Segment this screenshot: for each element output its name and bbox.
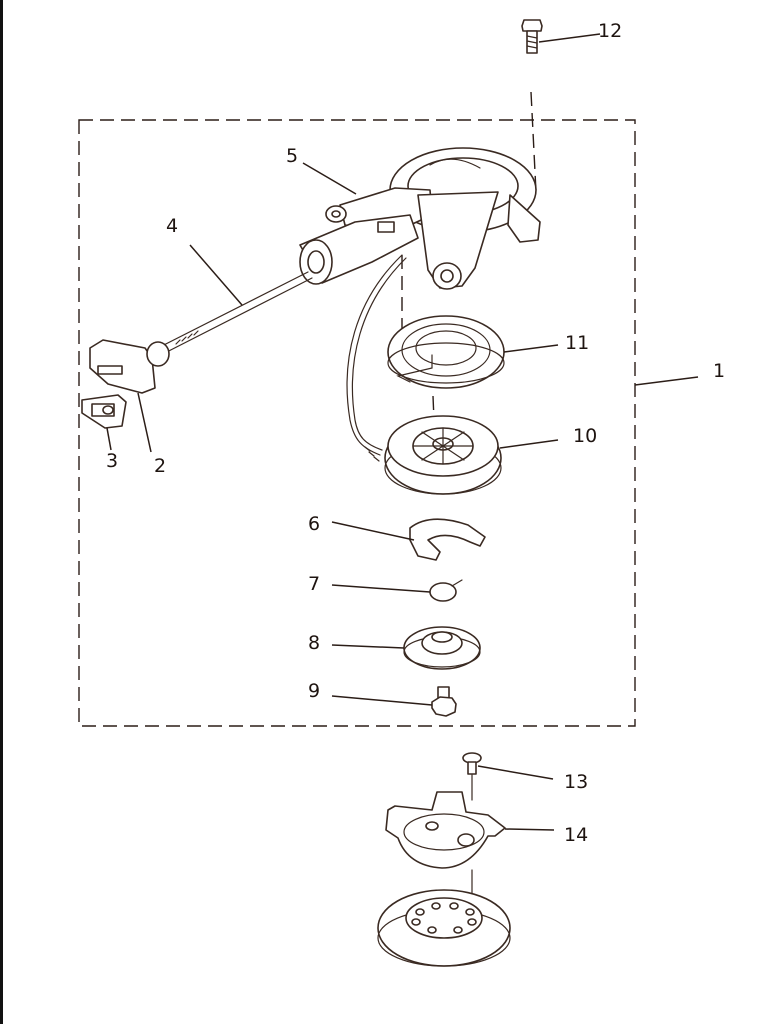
leader-12 bbox=[538, 33, 601, 43]
reel-alignment-line bbox=[432, 395, 435, 421]
leader-3 bbox=[106, 427, 112, 451]
assembly-dashed-boundary bbox=[78, 119, 636, 727]
callout-7: 7 bbox=[308, 573, 320, 595]
nut-part-9 bbox=[431, 686, 457, 717]
left-border bbox=[0, 0, 3, 1024]
leader-7 bbox=[331, 584, 431, 593]
handle-insert-part-3 bbox=[81, 394, 127, 429]
callout-11: 11 bbox=[565, 332, 589, 354]
leader-14 bbox=[504, 828, 555, 831]
callout-3: 3 bbox=[106, 450, 118, 472]
callout-2: 2 bbox=[154, 455, 166, 477]
callout-12: 12 bbox=[598, 20, 622, 42]
friction-plate-part-8 bbox=[403, 626, 481, 670]
callout-4: 4 bbox=[166, 215, 178, 237]
starter-case-part-5 bbox=[299, 147, 541, 290]
recoil-spring-part-11 bbox=[387, 315, 505, 389]
callout-5: 5 bbox=[286, 145, 298, 167]
leader-6 bbox=[331, 521, 415, 541]
ratchet-part-6 bbox=[409, 518, 486, 561]
leader-1 bbox=[634, 376, 699, 386]
leader-2 bbox=[137, 392, 152, 453]
leader-9 bbox=[331, 695, 433, 706]
callout-13: 13 bbox=[564, 771, 588, 793]
leader-10 bbox=[499, 439, 559, 449]
callout-9: 9 bbox=[308, 680, 320, 702]
callout-8: 8 bbox=[308, 632, 320, 654]
ratchet-spring-part-7 bbox=[429, 579, 463, 602]
callout-14: 14 bbox=[564, 824, 588, 846]
bolt-alignment-line bbox=[530, 91, 537, 193]
leader-13 bbox=[477, 765, 554, 780]
callout-1: 1 bbox=[713, 360, 725, 382]
leader-11 bbox=[503, 344, 559, 353]
starter-handle-part-2 bbox=[89, 339, 170, 394]
rope-reel-part-10 bbox=[384, 415, 502, 495]
bolt-part-12 bbox=[521, 19, 543, 54]
flywheel-plate bbox=[377, 889, 511, 967]
starter-rope-part-4 bbox=[149, 254, 407, 462]
starter-pulley-part-14 bbox=[385, 791, 506, 869]
callout-10: 10 bbox=[573, 425, 597, 447]
screw-part-13 bbox=[462, 752, 482, 775]
leader-4 bbox=[189, 244, 243, 306]
callout-6: 6 bbox=[308, 513, 320, 535]
leader-8 bbox=[331, 644, 405, 649]
leader-5 bbox=[302, 162, 357, 195]
